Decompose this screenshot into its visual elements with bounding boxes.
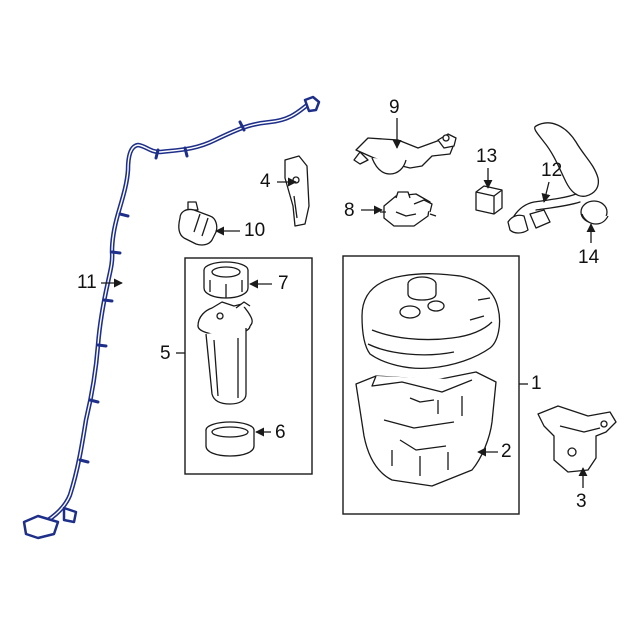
wiring-harness-part-11 [22, 95, 321, 540]
callout-1: 1 [531, 373, 542, 394]
assembly-box-part-5 [184, 257, 313, 475]
callout-13: 13 [476, 146, 498, 167]
fuel-pump-module [197, 301, 253, 405]
filter-part-10 [178, 201, 218, 246]
callout-6: 6 [275, 422, 286, 443]
seal-part-6 [205, 421, 255, 457]
callout-11: 11 [77, 272, 97, 293]
callout-10: 10 [244, 220, 266, 241]
callout-14: 14 [578, 247, 600, 268]
callout-7: 7 [278, 273, 289, 294]
valve-part-8 [380, 191, 437, 227]
bracket-part-9 [353, 133, 457, 175]
tank-tray-part-2 [355, 371, 497, 487]
callout-5: 5 [160, 343, 171, 364]
bracket-part-4 [284, 155, 310, 227]
callout-3: 3 [576, 491, 587, 512]
hose-part-12 [507, 122, 600, 234]
callout-8: 8 [344, 200, 355, 221]
tank [361, 273, 501, 370]
cap-part-14 [580, 200, 609, 225]
leader-lines [101, 118, 596, 488]
bracket-part-3 [537, 405, 617, 473]
assembly-box-part-1 [342, 255, 520, 515]
sensor-part-13 [475, 185, 503, 215]
callout-9: 9 [389, 97, 400, 118]
callout-12: 12 [541, 160, 563, 181]
callout-4: 4 [260, 171, 271, 192]
lock-ring-part-7 [203, 261, 249, 299]
callout-2: 2 [501, 441, 512, 462]
